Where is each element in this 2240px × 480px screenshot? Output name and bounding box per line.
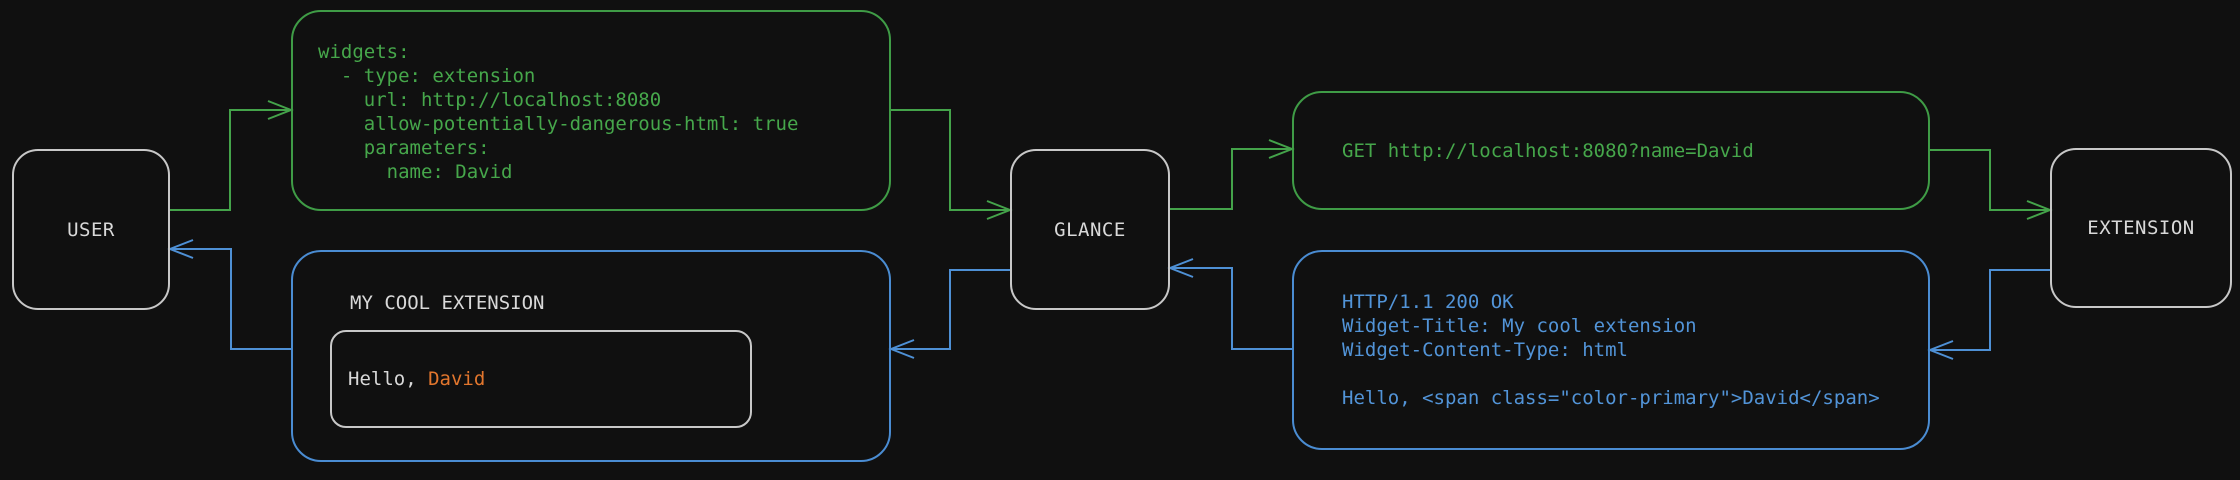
- widget-content-box: Hello, David: [330, 330, 752, 428]
- node-extension: EXTENSION: [2050, 148, 2232, 308]
- node-glance: GLANCE: [1010, 149, 1170, 310]
- greeting-name: David: [428, 368, 486, 390]
- config-line: parameters:: [318, 137, 490, 159]
- arrow-glance-to-request: [1170, 139, 1295, 210]
- node-extension-label: EXTENSION: [2087, 217, 2195, 239]
- config-line: widgets:: [318, 41, 410, 63]
- config-line: - type: extension: [318, 65, 536, 87]
- config-line: url: http://localhost:8080: [318, 89, 662, 111]
- arrow-glance-to-widget: [888, 269, 1010, 359]
- config-yaml-box: widgets: - type: extension url: http://l…: [291, 10, 891, 211]
- request-line: GET http://localhost:8080?name=David: [1342, 139, 1754, 162]
- config-line: name: David: [318, 161, 513, 183]
- config-line: allow-potentially-dangerous-html: true: [318, 113, 799, 135]
- arrow-user-to-config: [170, 100, 294, 211]
- arrow-extension-to-response: [1927, 269, 2050, 360]
- widget-preview-box: MY COOL EXTENSION Hello, David: [291, 250, 891, 462]
- arrow-widget-to-user: [167, 239, 291, 350]
- arrow-request-to-extension: [1930, 149, 2053, 220]
- node-glance-label: GLANCE: [1054, 218, 1126, 241]
- node-user-label: USER: [67, 218, 115, 241]
- widget-title: MY COOL EXTENSION: [350, 292, 545, 314]
- response-line: Widget-Content-Type: html: [1342, 339, 1628, 361]
- arrow-config-to-glance: [891, 109, 1013, 220]
- response-line: HTTP/1.1 200 OK: [1342, 291, 1514, 313]
- http-request-box: GET http://localhost:8080?name=David: [1292, 91, 1930, 210]
- node-user: USER: [12, 149, 170, 310]
- response-line: Widget-Title: My cool extension: [1342, 315, 1697, 337]
- response-line: Hello, <span class="color-primary">David…: [1342, 387, 1880, 409]
- greeting-prefix: Hello,: [348, 368, 429, 390]
- http-response-box: HTTP/1.1 200 OK Widget-Title: My cool ex…: [1292, 250, 1930, 450]
- response-line: [1342, 362, 1928, 386]
- arrow-response-to-glance: [1167, 258, 1292, 350]
